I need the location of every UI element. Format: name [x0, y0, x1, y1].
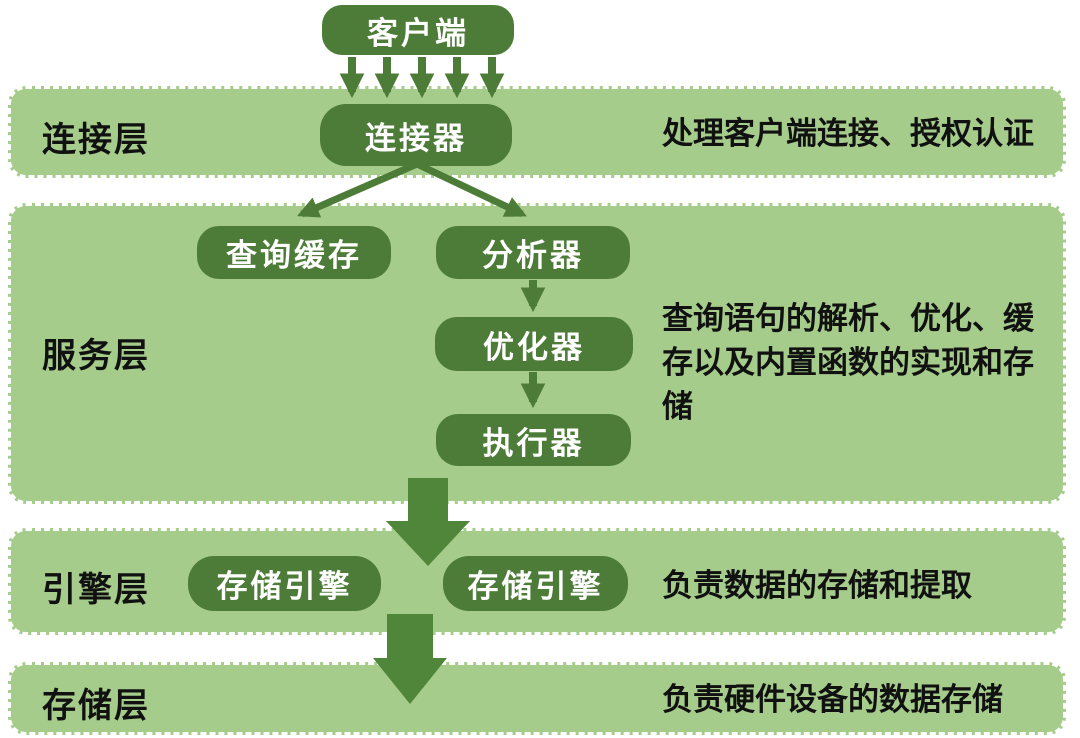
service-layer-description: 查询语句的解析、优化、缓存以及内置函数的实现和存储	[662, 301, 1034, 424]
storage-layer-band	[8, 662, 1066, 735]
storage-layer-description: 负责硬件设备的数据存储	[662, 682, 1003, 717]
client-node: 客户端	[322, 5, 514, 55]
service-layer-label: 服务层	[42, 338, 150, 375]
connection-layer-description: 处理客户端连接、授权认证	[662, 116, 1034, 151]
connection-layer-label: 连接层	[42, 122, 150, 159]
analyzer-node: 分析器	[436, 226, 630, 279]
query-cache-node: 查询缓存	[197, 226, 391, 279]
storage-engine-node-2: 存储引擎	[443, 556, 628, 611]
engine-layer-description: 负责数据的存储和提取	[662, 568, 972, 603]
connection-layer-band	[8, 86, 1066, 178]
connector-node: 连接器	[320, 104, 512, 166]
engine-layer-label: 引擎层	[42, 572, 150, 609]
storage-layer-label: 存储层	[42, 688, 150, 725]
storage-engine-node-1: 存储引擎	[188, 556, 381, 611]
executor-node: 执行器	[436, 414, 631, 466]
optimizer-node: 优化器	[435, 317, 633, 371]
